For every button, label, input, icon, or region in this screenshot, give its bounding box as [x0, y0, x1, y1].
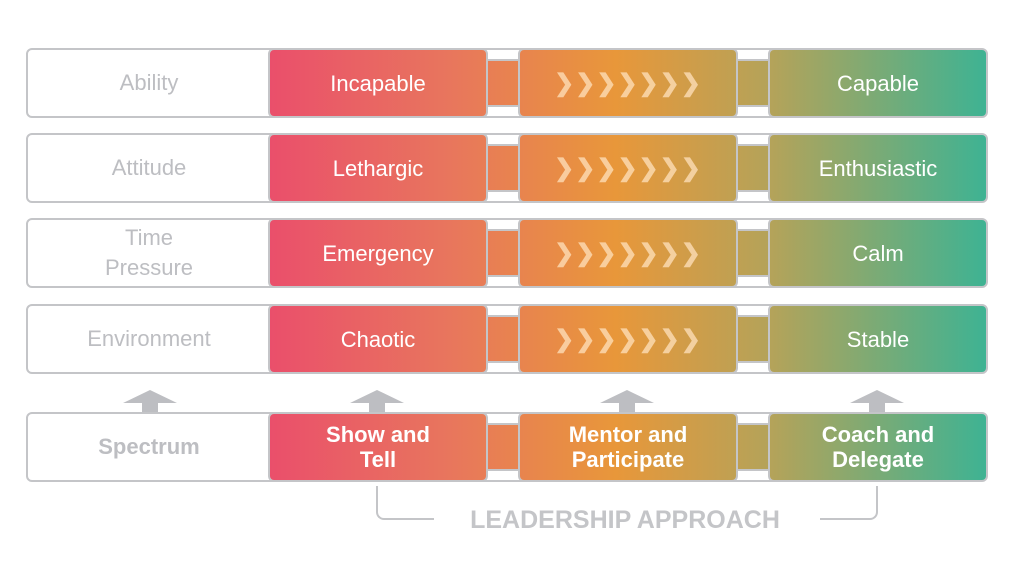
row-environment: Environment Chaotic ❯❯❯❯❯❯❯ Stable	[26, 304, 988, 374]
row-label: Spectrum	[98, 434, 200, 459]
chevrons-icon: ❯❯❯❯❯❯❯	[518, 304, 738, 374]
connector	[488, 229, 518, 277]
connector	[738, 423, 768, 471]
up-arrow-icon	[123, 390, 177, 412]
row-label: Environment	[87, 326, 211, 351]
up-arrow-icon	[350, 390, 404, 412]
bracket-right	[820, 486, 878, 520]
right-value: Enthusiastic	[768, 133, 988, 203]
leadership-approach-label: LEADERSHIP APPROACH	[470, 506, 780, 534]
connector	[738, 229, 768, 277]
right-value: Stable	[768, 304, 988, 374]
row-attitude: Attitude Lethargic ❯❯❯❯❯❯❯ Enthusiastic	[26, 133, 988, 203]
chevrons-icon: ❯❯❯❯❯❯❯	[518, 48, 738, 118]
chevrons-icon: ❯❯❯❯❯❯❯	[518, 133, 738, 203]
row-label: Time Pressure	[104, 225, 194, 280]
right-value: Capable	[768, 48, 988, 118]
row-label: Attitude	[111, 155, 187, 180]
row-label: Ability	[119, 70, 179, 95]
connector	[488, 59, 518, 107]
connector	[738, 315, 768, 363]
left-value: Incapable	[268, 48, 488, 118]
row-spectrum: Spectrum Show and Tell Mentor and Partic…	[26, 412, 988, 482]
mentor-and-participate: Mentor and Participate	[518, 412, 738, 482]
left-value: Lethargic	[268, 133, 488, 203]
chevrons-icon: ❯❯❯❯❯❯❯	[518, 218, 738, 288]
up-arrow-icon	[600, 390, 654, 412]
left-value: Chaotic	[268, 304, 488, 374]
row-time-pressure: Time Pressure Emergency ❯❯❯❯❯❯❯ Calm	[26, 218, 988, 288]
connector	[488, 144, 518, 192]
left-value: Emergency	[268, 218, 488, 288]
coach-and-delegate: Coach and Delegate	[768, 412, 988, 482]
connector	[488, 423, 518, 471]
connector	[488, 315, 518, 363]
row-ability: Ability Incapable ❯❯❯❯❯❯❯ Capable	[26, 48, 988, 118]
bracket-left	[376, 486, 434, 520]
connector	[738, 59, 768, 107]
up-arrow-icon	[850, 390, 904, 412]
connector	[738, 144, 768, 192]
show-and-tell: Show and Tell	[268, 412, 488, 482]
right-value: Calm	[768, 218, 988, 288]
